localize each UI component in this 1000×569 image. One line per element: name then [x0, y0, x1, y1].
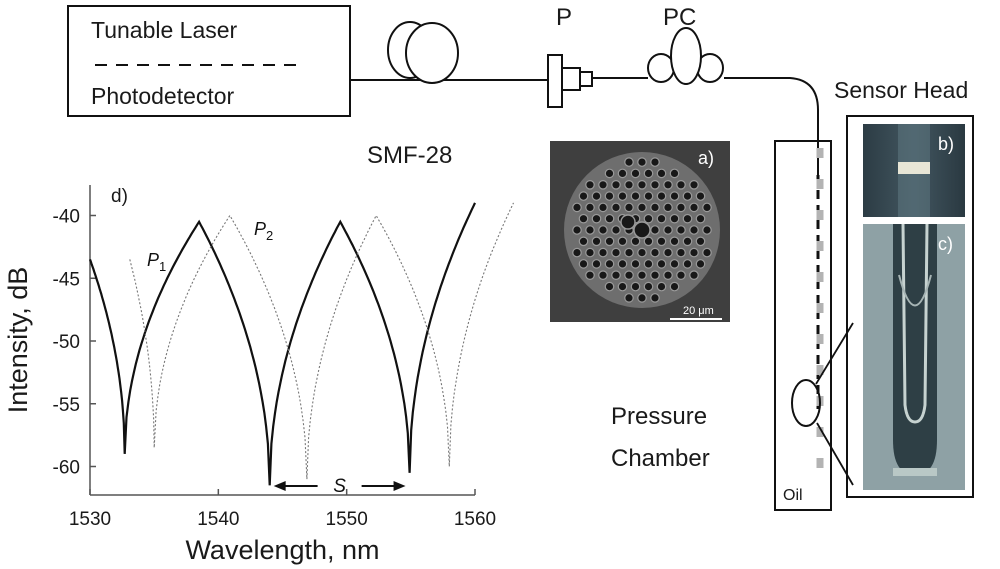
polarizer-icon [547, 54, 593, 108]
polarizer-label: P [556, 4, 573, 31]
sem-scale-label: 20 μm [683, 305, 714, 317]
sensor-head-frame [846, 115, 974, 498]
panel-c-label: c) [938, 234, 953, 254]
photodetector-label: Photodetector [91, 83, 235, 109]
x-tick-label: 1530 [69, 509, 111, 530]
tunable-laser-label: Tunable Laser [91, 17, 238, 43]
panel-d-label: d) [111, 186, 128, 207]
y-tick-label: -40 [53, 207, 80, 228]
x-tick-label: 1540 [197, 509, 239, 530]
chamber-label: Chamber [611, 445, 710, 472]
sem-image [550, 141, 730, 322]
fiber-spool-icon [387, 21, 459, 84]
smf28-label: SMF-28 [367, 142, 453, 169]
panel-b-label: b) [938, 134, 955, 154]
spacing-arrow [273, 481, 406, 491]
fiber-cross-section-photo [863, 223, 965, 490]
oil-label: Oil [783, 487, 803, 504]
instrument-box [67, 5, 351, 117]
p1-annotation: P1 [147, 250, 166, 274]
y-tick-label: -45 [53, 269, 80, 290]
sensor-head-label: Sensor Head [834, 77, 969, 103]
pressure-chamber [774, 140, 832, 511]
x-axis-label: Wavelength, nm [185, 535, 379, 565]
p2-annotation: P2 [254, 219, 273, 243]
y-tick-label: -60 [53, 458, 80, 479]
y-tick-label: -55 [53, 395, 80, 416]
y-axis-label: Intensity, dB [3, 267, 33, 414]
x-tick-label: 1560 [454, 509, 496, 530]
sensor-location-marker [791, 379, 821, 427]
pressure-label: Pressure [611, 403, 708, 430]
series-solid-line [88, 202, 476, 486]
spacing-annotation: S [333, 476, 346, 497]
series-dotted-line [129, 202, 514, 480]
polarization-controller-icon [647, 27, 724, 85]
y-tick-label: -50 [53, 332, 80, 353]
polarization-controller-label: PC [663, 4, 697, 31]
smf28-fiber [350, 77, 819, 175]
panel-a-label: a) [698, 148, 715, 168]
x-tick-label: 1550 [326, 509, 368, 530]
fiber-tip-photo [863, 124, 965, 217]
